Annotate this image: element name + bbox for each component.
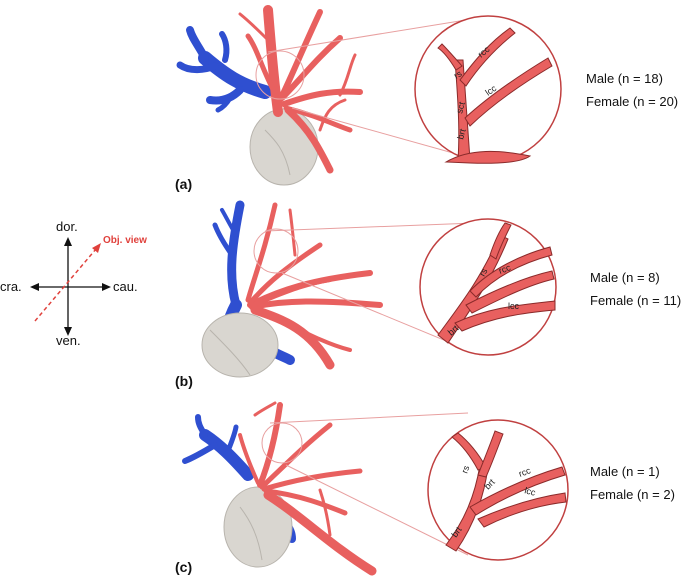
panel-a-drawing: rcc rs lcc sct brt (176, 5, 562, 186)
zoom-lines (267, 18, 479, 161)
panel-c: rs rcc brt lcc brt (c) Male (n = 1) Fema… (0, 395, 685, 579)
panel-label: (c) (175, 559, 193, 575)
view-arrowhead (92, 243, 101, 253)
zoom-lines (269, 412, 469, 556)
panel-label: (b) (175, 373, 193, 389)
zoom-source-circle (261, 422, 303, 464)
panel-b: rs rcc lcc brt (b) Male (n = 8) Female (… (0, 195, 685, 395)
view-label: Obj. view (103, 235, 147, 246)
panel-b-drawing: rs rcc lcc brt (201, 200, 557, 378)
dorsal-arrowhead (64, 237, 72, 246)
zoom-detail (419, 218, 557, 356)
axes-drawing (30, 237, 111, 336)
caudal-label: cau. (113, 279, 138, 294)
view-direction-line (34, 248, 97, 322)
artery-illustration (238, 5, 363, 174)
caudal-arrowhead (102, 283, 111, 291)
sample-counts: Male (n = 18) Female (n = 20) (586, 67, 678, 113)
female-count: Female (n = 2) (590, 487, 675, 502)
female-count: Female (n = 11) (590, 293, 682, 308)
branch-label-rcc: rcc (517, 465, 532, 479)
branch-label-brt: brt (455, 127, 468, 140)
male-count: Male (n = 18) (586, 71, 663, 86)
orientation-axes: dor. ven. cra. cau. Obj. view (0, 215, 170, 355)
dorsal-label: dor. (56, 219, 78, 234)
heart-illustration (249, 108, 319, 186)
zoom-source-circle (253, 228, 299, 274)
artery-illustration (238, 401, 377, 576)
panel-a: rcc rs lcc sct brt (a) Male (n = 18) Fem… (0, 0, 685, 195)
heart-illustration (201, 312, 279, 378)
ventral-arrowhead (64, 327, 72, 336)
branch-label-sct: sct (454, 100, 467, 114)
male-count: Male (n = 1) (590, 464, 660, 479)
panel-c-drawing: rs rcc brt lcc brt (182, 401, 569, 576)
male-count: Male (n = 8) (590, 270, 660, 285)
cranial-arrowhead (30, 283, 39, 291)
branch-label-rs: rs (459, 464, 471, 475)
female-count: Female (n = 20) (586, 94, 679, 109)
branch-label-rs: rs (477, 266, 490, 278)
sample-counts: Male (n = 8) Female (n = 11) (590, 266, 681, 312)
branch-label-rs: rs (452, 68, 464, 81)
branch-label-lcc: lcc (508, 301, 519, 311)
vein-illustration (176, 26, 272, 113)
cranial-label: cra. (0, 279, 22, 294)
zoom-detail (427, 419, 569, 561)
zoom-source-circle (255, 50, 305, 100)
branch-label-lcc: lcc (523, 485, 537, 498)
branch-label-rcc: rcc (497, 262, 512, 276)
zoom-detail (414, 15, 562, 164)
sample-counts: Male (n = 1) Female (n = 2) (590, 460, 675, 506)
ventral-label: ven. (56, 333, 81, 348)
panel-label: (a) (175, 176, 193, 192)
